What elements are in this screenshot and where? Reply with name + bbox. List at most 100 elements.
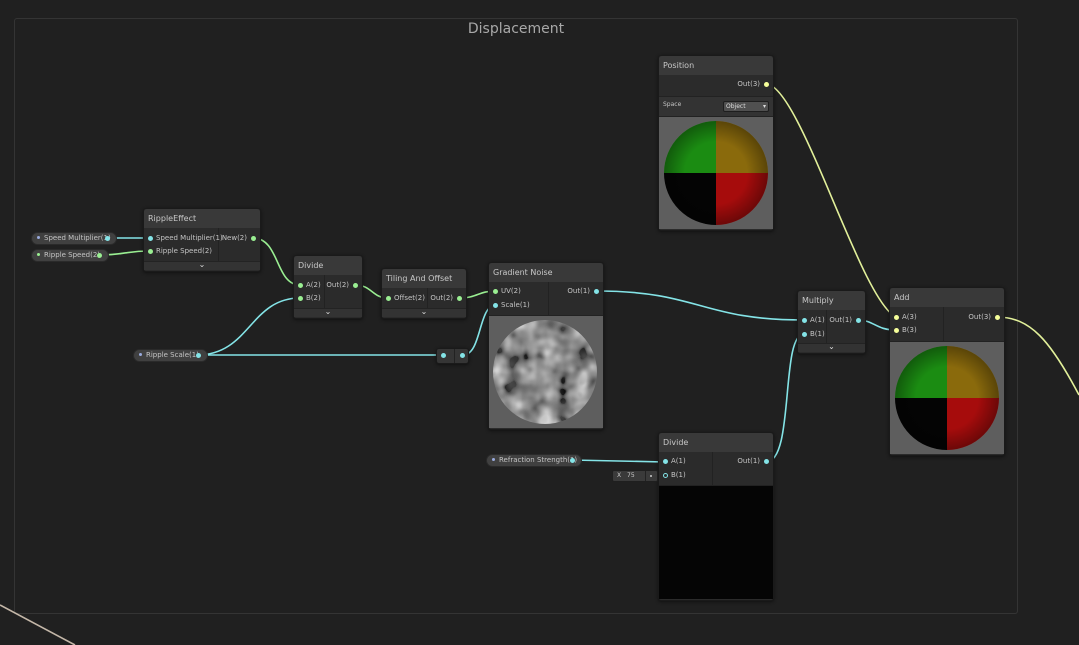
node-title: Position bbox=[659, 56, 773, 75]
field-axis-label: X bbox=[617, 472, 622, 479]
output-port-new[interactable]: New(2) bbox=[222, 232, 260, 245]
input-port-speed-multiplier[interactable]: Speed Multiplier(1) bbox=[144, 232, 223, 245]
node-tiling-offset[interactable]: Tiling And Offset Offset(2) Out(2) ⌄ bbox=[381, 268, 467, 319]
redirect-out-port[interactable] bbox=[460, 353, 465, 358]
node-body: Out(3) bbox=[659, 75, 773, 95]
node-title: Add bbox=[890, 288, 1004, 307]
redirect-divider bbox=[454, 349, 455, 363]
port-divider bbox=[427, 288, 428, 308]
node-body: A(1) B(1) Out(1) bbox=[798, 310, 865, 343]
port-label: Out(1) bbox=[737, 457, 760, 465]
input-port-a[interactable]: A(1) bbox=[798, 314, 825, 327]
space-dropdown[interactable]: Object ▾ bbox=[723, 101, 769, 112]
port-label: Scale(1) bbox=[501, 301, 530, 309]
input-port-b[interactable]: B(1) bbox=[798, 328, 825, 341]
port-divider bbox=[218, 228, 219, 261]
node-body: A(1) B(1) Out(1) bbox=[659, 452, 773, 485]
port-label: A(3) bbox=[902, 313, 917, 321]
input-port-a[interactable]: A(3) bbox=[890, 311, 917, 324]
group-displacement[interactable]: Displacement bbox=[14, 18, 1018, 614]
divide-b-inline-field[interactable]: X 75 bbox=[612, 470, 658, 482]
output-port-out[interactable]: Out(3) bbox=[968, 311, 1004, 324]
node-collapse-toggle[interactable]: ⌄ bbox=[382, 307, 466, 317]
field-value[interactable]: 75 bbox=[627, 472, 635, 479]
port-label: New(2) bbox=[221, 234, 247, 242]
node-collapse-toggle[interactable]: ⌄ bbox=[294, 307, 362, 317]
property-bullet bbox=[37, 253, 40, 256]
node-collapse-toggle[interactable]: ⌄ bbox=[144, 260, 260, 270]
port-label: B(1) bbox=[810, 330, 825, 338]
port-label: Out(3) bbox=[968, 313, 991, 321]
input-port-uv[interactable]: UV(2) bbox=[489, 285, 521, 298]
property-label: Refraction Strength(1) bbox=[499, 456, 578, 464]
node-body: A(2) B(2) Out(2) bbox=[294, 275, 362, 308]
node-divide-1[interactable]: Divide A(2) B(2) Out(2) ⌄ bbox=[293, 255, 363, 319]
chevron-down-icon: ▾ bbox=[762, 103, 766, 110]
node-multiply[interactable]: Multiply A(1) B(1) Out(1) ⌄ bbox=[797, 290, 866, 354]
property-label: Ripple Speed(2) bbox=[44, 251, 101, 259]
property-refraction-strength[interactable]: Refraction Strength(1) bbox=[486, 454, 582, 467]
node-title: Tiling And Offset bbox=[382, 269, 466, 288]
redirect-in-port[interactable] bbox=[441, 353, 446, 358]
property-out-port[interactable] bbox=[97, 253, 102, 258]
wire-position-add bbox=[765, 83, 897, 318]
output-port-out[interactable]: Out(3) bbox=[737, 78, 773, 91]
port-label: A(1) bbox=[810, 316, 825, 324]
property-bullet bbox=[37, 236, 40, 239]
space-row: Space Object ▾ bbox=[659, 96, 773, 117]
wire-offscreen bbox=[0, 604, 76, 645]
position-sphere-preview bbox=[664, 121, 768, 225]
port-label: Out(1) bbox=[829, 316, 852, 324]
property-out-port[interactable] bbox=[570, 458, 575, 463]
output-port-out[interactable]: Out(2) bbox=[430, 292, 466, 305]
redirect-node[interactable] bbox=[436, 348, 469, 364]
port-divider bbox=[943, 307, 944, 341]
property-speed-multiplier[interactable]: Speed Multiplier(1) bbox=[31, 232, 117, 245]
node-collapse-toggle[interactable]: ⌄ bbox=[798, 342, 865, 352]
property-bullet bbox=[492, 458, 495, 461]
node-gradient-noise[interactable]: Gradient Noise UV(2) Scale(1) Out(1) bbox=[488, 262, 604, 430]
node-ripple-effect[interactable]: RippleEffect Speed Multiplier(1) Ripple … bbox=[143, 208, 261, 272]
wire-noise-multiply bbox=[595, 290, 805, 321]
node-title: Divide bbox=[294, 256, 362, 275]
chevron-down-icon: ⌄ bbox=[324, 307, 332, 316]
input-port-b[interactable]: B(1) bbox=[659, 469, 686, 482]
output-port-out[interactable]: Out(1) bbox=[829, 314, 865, 327]
chevron-down-icon: ⌄ bbox=[828, 342, 835, 351]
property-bullet bbox=[139, 353, 142, 356]
node-add[interactable]: Add A(3) B(3) Out(3) bbox=[889, 287, 1005, 456]
port-label: A(2) bbox=[306, 281, 321, 289]
input-port-scale[interactable]: Scale(1) bbox=[489, 299, 530, 312]
property-ripple-scale[interactable]: Ripple Scale(1) bbox=[133, 349, 208, 362]
node-divide-2[interactable]: Divide A(1) B(1) Out(1) bbox=[658, 432, 774, 601]
node-body: A(3) B(3) Out(3) bbox=[890, 307, 1004, 341]
input-port-b[interactable]: B(3) bbox=[890, 324, 917, 337]
node-title: Multiply bbox=[798, 291, 865, 310]
output-port-out[interactable]: Out(1) bbox=[737, 455, 773, 468]
port-label: Speed Multiplier(1) bbox=[156, 234, 223, 242]
property-label: Ripple Scale(1) bbox=[146, 351, 199, 359]
output-port-out[interactable]: Out(2) bbox=[326, 279, 362, 292]
input-port-b[interactable]: B(2) bbox=[294, 292, 321, 305]
port-label: Ripple Speed(2) bbox=[156, 247, 213, 255]
port-divider bbox=[826, 310, 827, 343]
property-out-port[interactable] bbox=[105, 236, 110, 241]
property-label: Speed Multiplier(1) bbox=[44, 234, 111, 242]
node-preview bbox=[489, 315, 603, 428]
input-port-ripple-speed[interactable]: Ripple Speed(2) bbox=[144, 245, 212, 258]
property-ripple-speed[interactable]: Ripple Speed(2) bbox=[31, 249, 109, 262]
input-port-a[interactable]: A(2) bbox=[294, 279, 321, 292]
node-body: Offset(2) Out(2) bbox=[382, 288, 466, 308]
output-port-out[interactable]: Out(1) bbox=[567, 285, 603, 298]
wire-ripple-scale-divide bbox=[196, 297, 301, 356]
port-label: Out(1) bbox=[567, 287, 590, 295]
field-connector bbox=[645, 471, 646, 481]
port-label: B(2) bbox=[306, 294, 321, 302]
node-position[interactable]: Position Out(3) Space Object ▾ bbox=[658, 55, 774, 231]
input-port-offset[interactable]: Offset(2) bbox=[382, 292, 425, 305]
group-title: Displacement bbox=[467, 21, 565, 37]
input-port-a[interactable]: A(1) bbox=[659, 455, 686, 468]
node-preview bbox=[659, 485, 773, 599]
port-divider bbox=[548, 282, 549, 315]
property-out-port[interactable] bbox=[196, 353, 201, 358]
